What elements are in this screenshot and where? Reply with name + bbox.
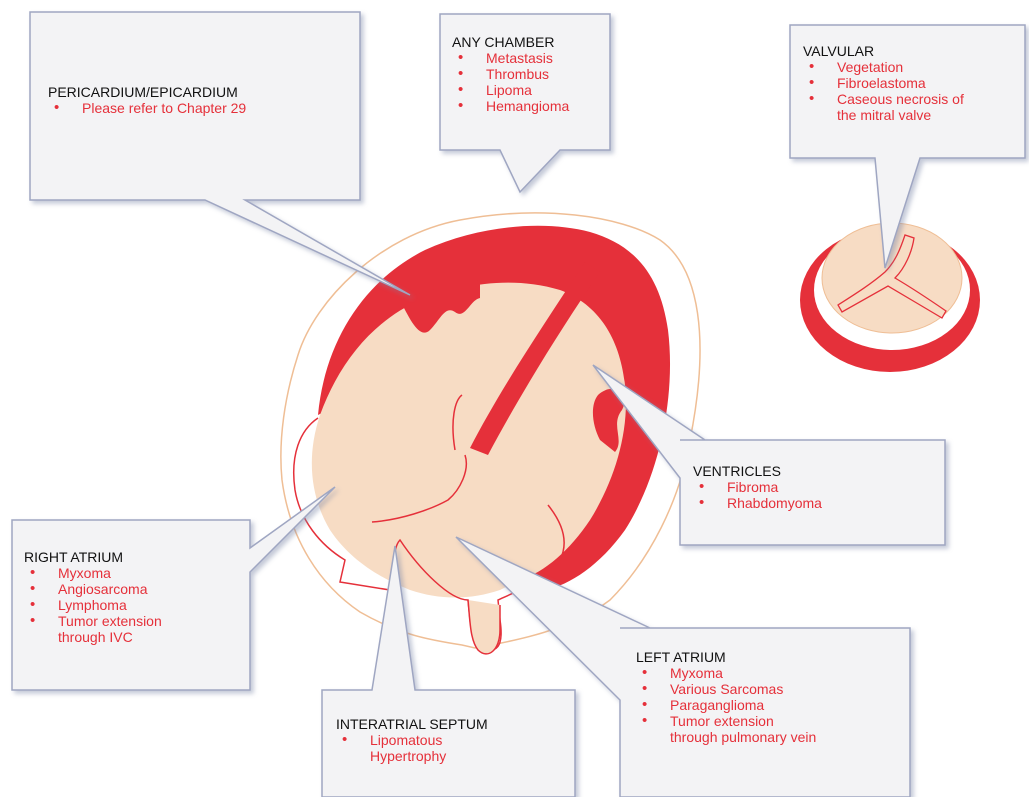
callout-interatrial-septum-list: Lipomatous Hypertrophy bbox=[336, 732, 566, 764]
list-item: Myxoma bbox=[24, 565, 244, 581]
callout-left-atrium: LEFT ATRIUM Myxoma Various Sarcomas Para… bbox=[636, 649, 896, 745]
list-item: Hemangioma bbox=[452, 98, 602, 114]
callout-ventricles-list: Fibroma Rhabdomyoma bbox=[693, 479, 933, 511]
list-item: Fibroelastoma bbox=[803, 75, 1018, 91]
callout-right-atrium-list: Myxoma Angiosarcoma Lymphoma Tumor exten… bbox=[24, 565, 244, 645]
list-item: Vegetation bbox=[803, 59, 1018, 75]
callout-interatrial-septum: INTERATRIAL SEPTUM Lipomatous Hypertroph… bbox=[336, 716, 566, 764]
callout-right-atrium-title: RIGHT ATRIUM bbox=[24, 549, 244, 565]
callout-any-chamber-title: ANY CHAMBER bbox=[452, 34, 602, 50]
list-item: Lymphoma bbox=[24, 597, 244, 613]
callout-left-atrium-title: LEFT ATRIUM bbox=[636, 649, 896, 665]
list-item: Lipoma bbox=[452, 82, 602, 98]
callout-left-atrium-list: Myxoma Various Sarcomas Paraganglioma Tu… bbox=[636, 665, 896, 745]
list-item: Caseous necrosis of the mitral valve bbox=[803, 91, 987, 123]
callout-any-chamber-list: Metastasis Thrombus Lipoma Hemangioma bbox=[452, 50, 602, 114]
callout-ventricles-title: VENTRICLES bbox=[693, 463, 933, 479]
callout-valvular-list: Vegetation Fibroelastoma Caseous necrosi… bbox=[803, 59, 1018, 123]
list-item: Various Sarcomas bbox=[636, 681, 896, 697]
list-item: Fibroma bbox=[693, 479, 933, 495]
list-item: Paraganglioma bbox=[636, 697, 896, 713]
list-item: Lipomatous Hypertrophy bbox=[336, 732, 480, 764]
callout-ventricles: VENTRICLES Fibroma Rhabdomyoma bbox=[693, 463, 933, 511]
callout-pericardium-list: Please refer to Chapter 29 bbox=[48, 100, 348, 116]
list-item: Myxoma bbox=[636, 665, 896, 681]
list-item: Angiosarcoma bbox=[24, 581, 244, 597]
callout-any-chamber: ANY CHAMBER Metastasis Thrombus Lipoma H… bbox=[452, 34, 602, 114]
list-item: Metastasis bbox=[452, 50, 602, 66]
callout-valvular-title: VALVULAR bbox=[803, 43, 1018, 59]
callout-pericardium: PERICARDIUM/EPICARDIUM Please refer to C… bbox=[48, 84, 348, 116]
ivc bbox=[468, 600, 500, 654]
callout-valvular: VALVULAR Vegetation Fibroelastoma Caseou… bbox=[803, 43, 1018, 123]
callout-pericardium-title: PERICARDIUM/EPICARDIUM bbox=[48, 84, 348, 100]
callout-interatrial-septum-title: INTERATRIAL SEPTUM bbox=[336, 716, 566, 732]
list-item: Thrombus bbox=[452, 66, 602, 82]
list-item: Tumor extension through IVC bbox=[24, 613, 208, 645]
list-item: Please refer to Chapter 29 bbox=[48, 100, 348, 116]
list-item: Rhabdomyoma bbox=[693, 495, 933, 511]
callout-pericardium-box bbox=[30, 12, 410, 295]
list-item: Tumor extension through pulmonary vein bbox=[636, 713, 820, 745]
callout-right-atrium: RIGHT ATRIUM Myxoma Angiosarcoma Lymphom… bbox=[24, 549, 244, 645]
